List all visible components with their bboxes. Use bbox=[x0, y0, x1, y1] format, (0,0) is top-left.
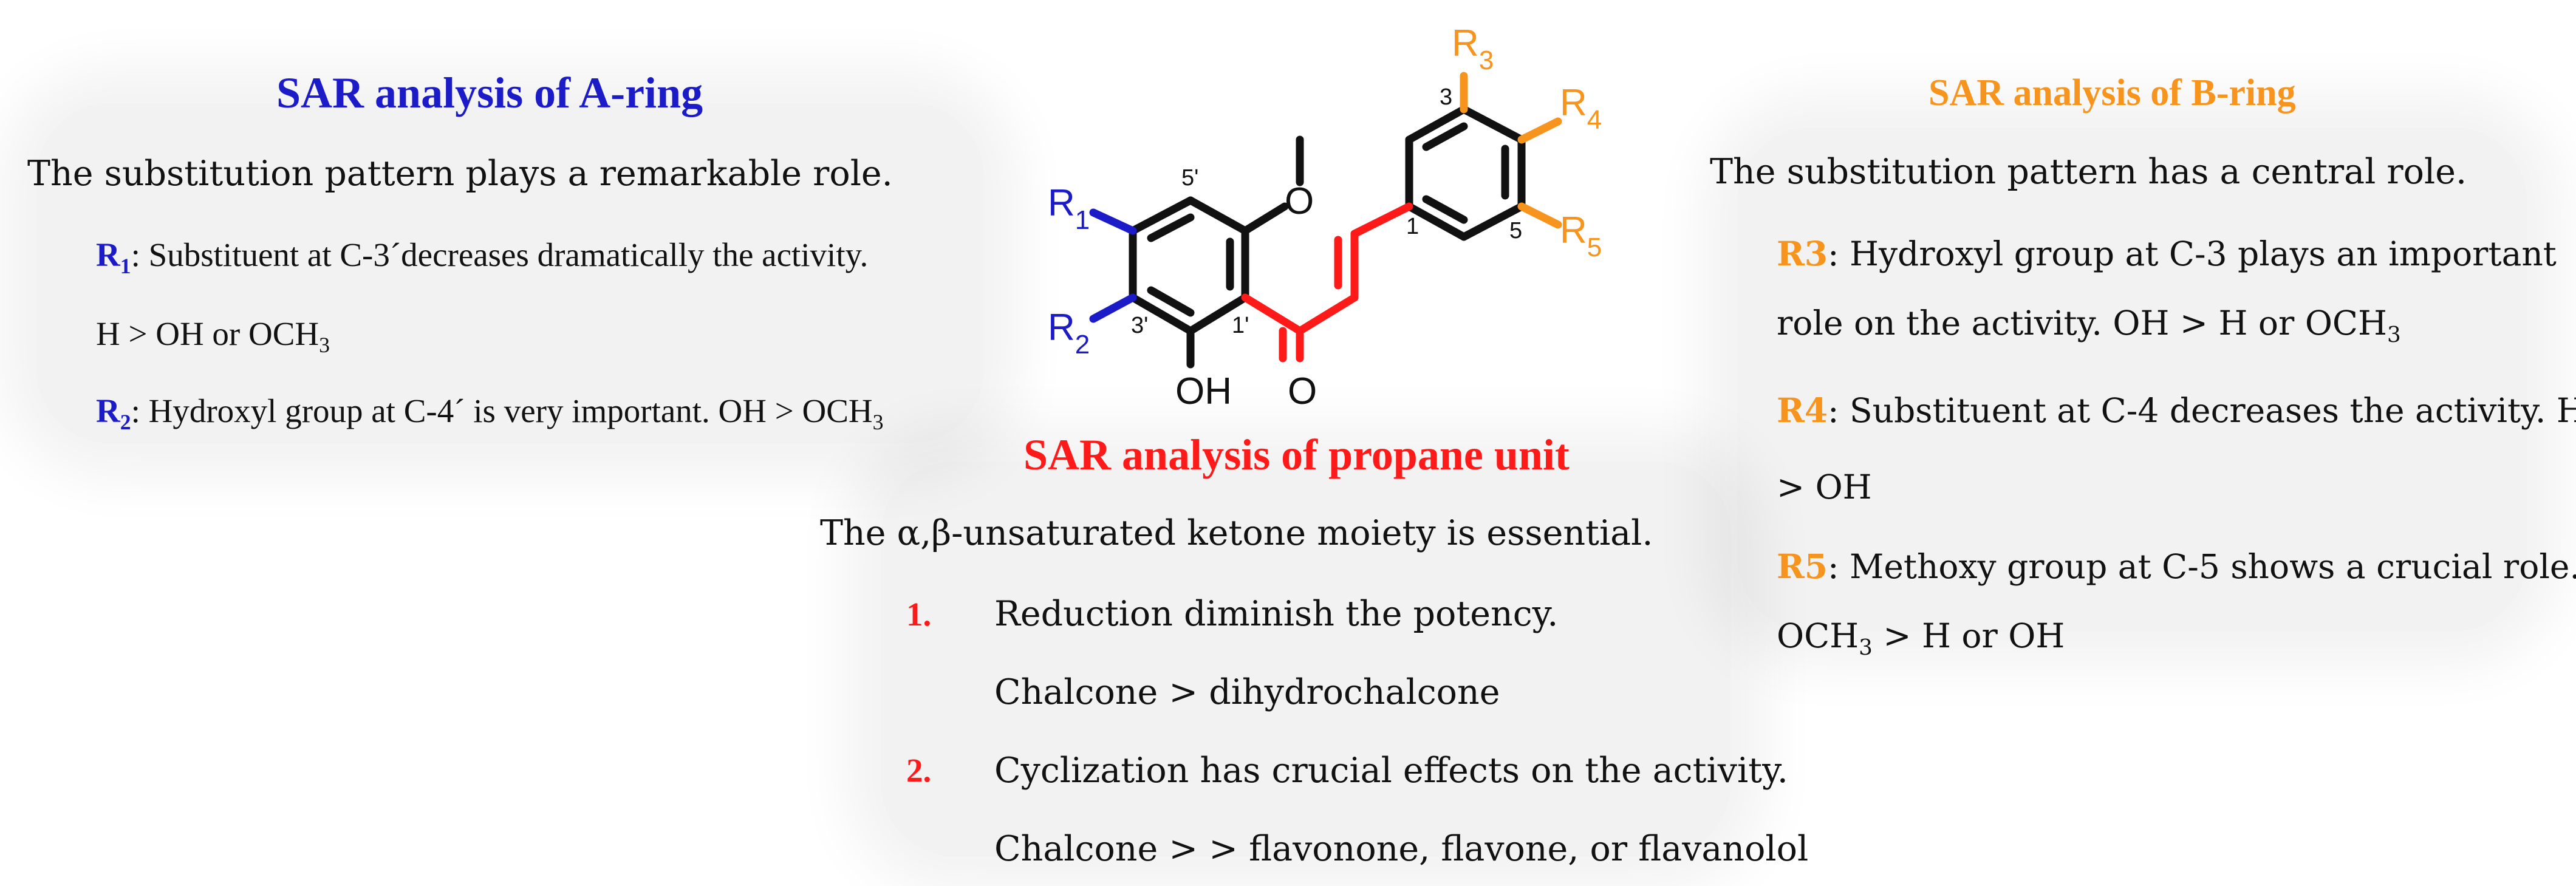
r2-text: : Hydroxyl group at C-4´ is very importa… bbox=[131, 392, 873, 429]
propane-bond-1 bbox=[1241, 293, 1304, 335]
r1-label-sub: 1 bbox=[120, 254, 131, 278]
r1-order-text: H > OH or OCH bbox=[96, 315, 319, 352]
r5-text-2-b: > H or OH bbox=[1872, 616, 2065, 655]
propane-item-1-number: 1. bbox=[906, 596, 932, 633]
b-ring-bond-2 bbox=[1405, 105, 1468, 144]
r3-label: R3 bbox=[1777, 234, 1828, 273]
r2-label-sub: 2 bbox=[120, 410, 131, 434]
pos-3-label: 3 bbox=[1440, 84, 1452, 110]
b-ring-bond-3 bbox=[1460, 105, 1526, 144]
a-ring-intro: The substitution pattern plays a remarka… bbox=[27, 154, 893, 194]
methoxy-o-label: O bbox=[1285, 180, 1314, 222]
b-ring-r4-row-1: R4: Substituent at C-4 decreases the act… bbox=[1777, 390, 2576, 430]
pos-1p-label: 1' bbox=[1232, 313, 1249, 338]
b-ring-inner-bond-3 bbox=[1422, 195, 1468, 224]
propane-item-2-number: 2. bbox=[906, 752, 932, 789]
b-ring-r5-row-1: R5: Methoxy group at C-5 shows a crucial… bbox=[1777, 547, 2576, 586]
b-ring-inner-bond-1 bbox=[1422, 122, 1468, 151]
r5-label: R5 bbox=[1777, 547, 1828, 586]
b-ring-r5-row-2: OCH3 > H or OH bbox=[1777, 616, 2065, 660]
r3-text-1: : Hydroxyl group at C-3 plays an importa… bbox=[1827, 234, 2557, 273]
a-ring-r2-row: R2: Hydroxyl group at C-4´ is very impor… bbox=[96, 392, 884, 435]
r5-text-1: : Methoxy group at C-5 shows a crucial r… bbox=[1827, 547, 2576, 586]
pos-3p-label: 3' bbox=[1131, 313, 1148, 338]
a-ring-r1-row: R1: Substituent at C-3´decreases dramati… bbox=[96, 236, 868, 279]
a-ring-r1-order: H > OH or OCH3 bbox=[96, 315, 330, 358]
r3-atom-label: R3 bbox=[1452, 22, 1494, 75]
r2-atom-label: R2 bbox=[1048, 307, 1090, 360]
propane-bond-3 bbox=[1296, 293, 1359, 335]
b-ring-r4-row-2: > OH bbox=[1777, 468, 1872, 506]
r1-atom-label: R1 bbox=[1048, 182, 1090, 235]
pos-5-label: 5 bbox=[1509, 218, 1522, 244]
methoxy-bond-1 bbox=[1241, 202, 1289, 235]
propane-item-2-line1: Cyclization has crucial effects on the a… bbox=[994, 751, 1788, 791]
r4-text-2: > OH bbox=[1777, 468, 1872, 506]
propane-title: SAR analysis of propane unit bbox=[1023, 431, 1570, 479]
a-ring-title: SAR analysis of A-ring bbox=[276, 69, 703, 117]
b-ring-bond-6 bbox=[1405, 202, 1468, 241]
r2-label: R bbox=[96, 392, 120, 429]
r3-text-2-sub: 3 bbox=[2386, 322, 2401, 347]
propane-item-1-line1: Reduction diminish the potency. bbox=[994, 594, 1559, 634]
a-ring-bond-1 bbox=[1186, 196, 1249, 235]
b-ring-r3-row-1: R3: Hydroxyl group at C-3 plays an impor… bbox=[1777, 234, 2557, 273]
r4-bond bbox=[1517, 117, 1562, 144]
a-ring-bond-4 bbox=[1129, 293, 1195, 335]
b-ring-intro: The substitution pattern has a central r… bbox=[1710, 152, 2467, 192]
propane-intro: The α,β-unsaturated ketone moiety is ess… bbox=[820, 513, 1653, 553]
chalcone-structure: R1 R2 OH O O R3 R4 R5 5' 3' 1' 1 3 5 bbox=[1048, 22, 1602, 412]
r1-label: R bbox=[96, 236, 120, 273]
r4-label: R4 bbox=[1777, 390, 1828, 430]
r2-bond bbox=[1089, 293, 1137, 323]
b-ring-r3-row-2: role on the activity. OH > H or OCH3 bbox=[1777, 304, 2401, 347]
pos-5p-label: 5' bbox=[1181, 165, 1198, 191]
a-ring-inner-bond-3 bbox=[1147, 286, 1195, 317]
pos-1-label: 1 bbox=[1406, 214, 1419, 239]
oh-atom-label: OH bbox=[1175, 370, 1232, 412]
a-ring-bond-6 bbox=[1129, 196, 1195, 235]
b-ring-bond-5 bbox=[1460, 202, 1526, 241]
r1-order-sub: 3 bbox=[319, 333, 330, 357]
b-ring-title: SAR analysis of B-ring bbox=[1929, 72, 2296, 114]
r5-atom-label: R5 bbox=[1560, 210, 1602, 262]
r5-text-2-sub: 3 bbox=[1859, 635, 1873, 660]
r1-bond bbox=[1089, 208, 1137, 235]
r2-text-sub: 3 bbox=[872, 410, 884, 434]
propane-bond-5 bbox=[1350, 202, 1413, 238]
propane-item-2-line2: Chalcone > > flavonone, flavone, or flav… bbox=[994, 829, 1809, 869]
r5-text-2-a: OCH bbox=[1777, 616, 1859, 655]
propane-item-1-line2: Chalcone > dihydrochalcone bbox=[994, 672, 1500, 712]
r1-text: : Substituent at C-3´decreases dramatica… bbox=[131, 236, 869, 273]
r4-atom-label: R4 bbox=[1560, 82, 1602, 135]
a-ring-bond-3 bbox=[1186, 293, 1249, 335]
r3-text-2: role on the activity. OH > H or OCH bbox=[1777, 304, 2387, 342]
r5-bond bbox=[1517, 202, 1562, 229]
a-ring-inner-bond-1 bbox=[1147, 213, 1195, 242]
carbonyl-o-label: O bbox=[1288, 370, 1317, 412]
r4-text-1: : Substituent at C-4 decreases the activ… bbox=[1827, 391, 2576, 430]
